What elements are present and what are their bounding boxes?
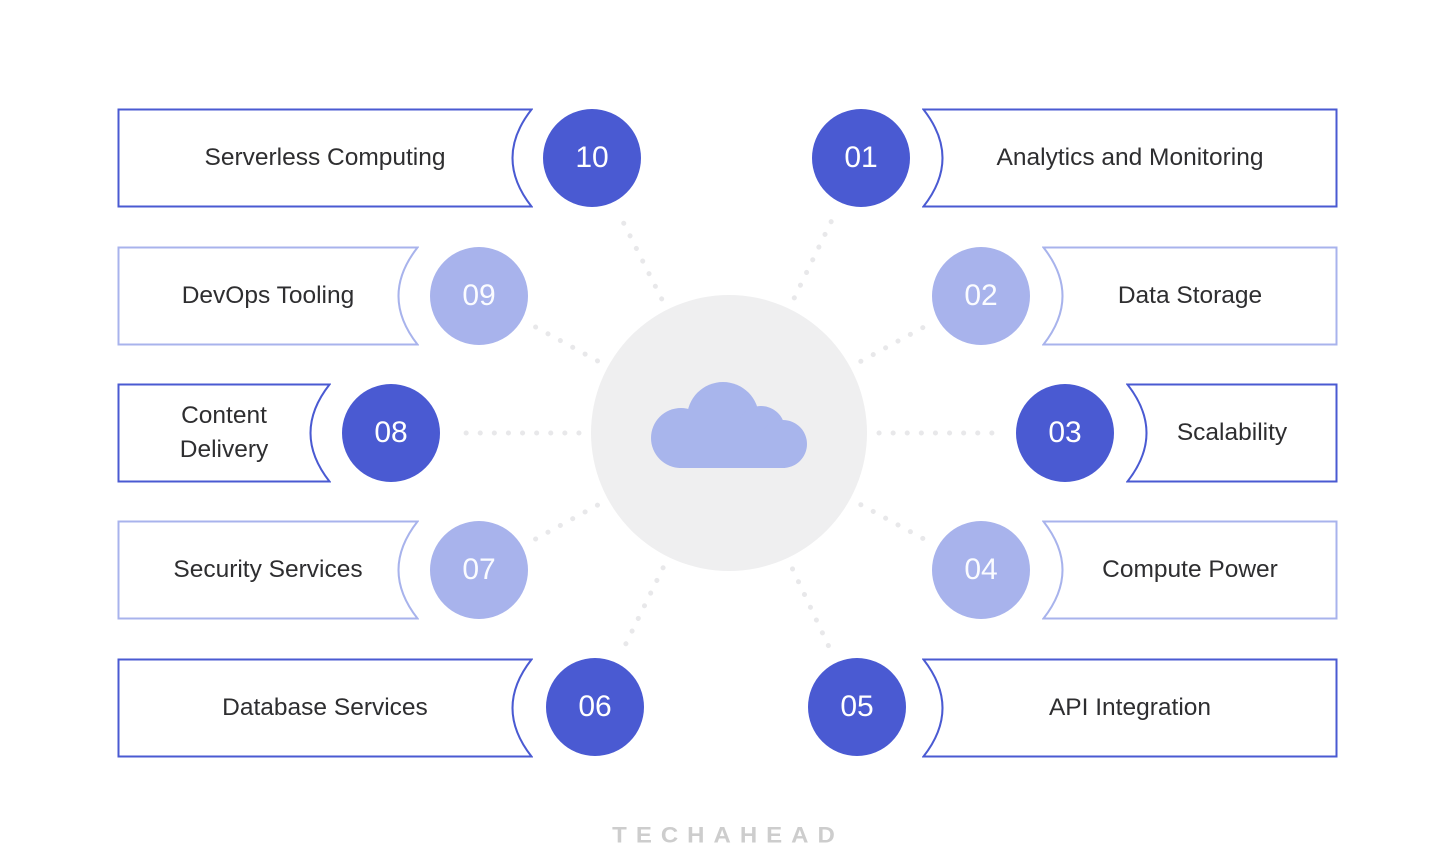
item-label: Compute Power — [1102, 556, 1278, 584]
number-badge-03: 03 — [1016, 384, 1114, 482]
number-badge-10: 10 — [543, 109, 641, 207]
central-hub — [591, 295, 867, 571]
item-label: Data Storage — [1117, 282, 1263, 310]
notched-box-shape — [117, 383, 331, 483]
notched-box-shape — [1042, 520, 1338, 620]
item-label: Analytics and Monitoring — [996, 144, 1264, 172]
notched-box-shape — [922, 108, 1338, 208]
item-box-data-storage: Data Storage — [1042, 246, 1338, 346]
item-label: Security Services — [173, 556, 363, 584]
item-label: Serverless Computing — [204, 144, 446, 172]
item-box-scalability: Scalability — [1126, 383, 1338, 483]
brand-watermark: TECHAHEAD — [612, 823, 844, 848]
item-label: Scalability — [1176, 419, 1288, 447]
notched-box-shape — [117, 658, 533, 758]
item-box-content-delivery: Content Delivery — [117, 383, 331, 483]
notched-box-shape — [922, 658, 1338, 758]
number-badge-09: 09 — [430, 247, 528, 345]
number-badge-02: 02 — [932, 247, 1030, 345]
notched-box-shape — [117, 246, 419, 346]
item-label: DevOps Tooling — [181, 282, 355, 310]
item-box-security-services: Security Services — [117, 520, 419, 620]
number-badge-08: 08 — [342, 384, 440, 482]
notched-box-shape — [117, 520, 419, 620]
cloud-icon — [651, 382, 807, 468]
item-label: Content Delivery — [179, 402, 269, 463]
item-box-analytics-and-monitoring: Analytics and Monitoring — [922, 108, 1338, 208]
notched-box-shape — [1126, 383, 1338, 483]
number-badge-07: 07 — [430, 521, 528, 619]
number-badge-01: 01 — [812, 109, 910, 207]
item-box-serverless-computing: Serverless Computing — [117, 108, 533, 208]
number-badge-05: 05 — [808, 658, 906, 756]
notched-box-shape — [1042, 246, 1338, 346]
item-box-api-integration: API Integration — [922, 658, 1338, 758]
item-label: Database Services — [222, 694, 428, 722]
notched-box-shape — [117, 108, 533, 208]
number-badge-04: 04 — [932, 521, 1030, 619]
number-badge-06: 06 — [546, 658, 644, 756]
item-box-compute-power: Compute Power — [1042, 520, 1338, 620]
item-label: API Integration — [1048, 694, 1212, 722]
item-box-devops-tooling: DevOps Tooling — [117, 246, 419, 346]
item-box-database-services: Database Services — [117, 658, 533, 758]
